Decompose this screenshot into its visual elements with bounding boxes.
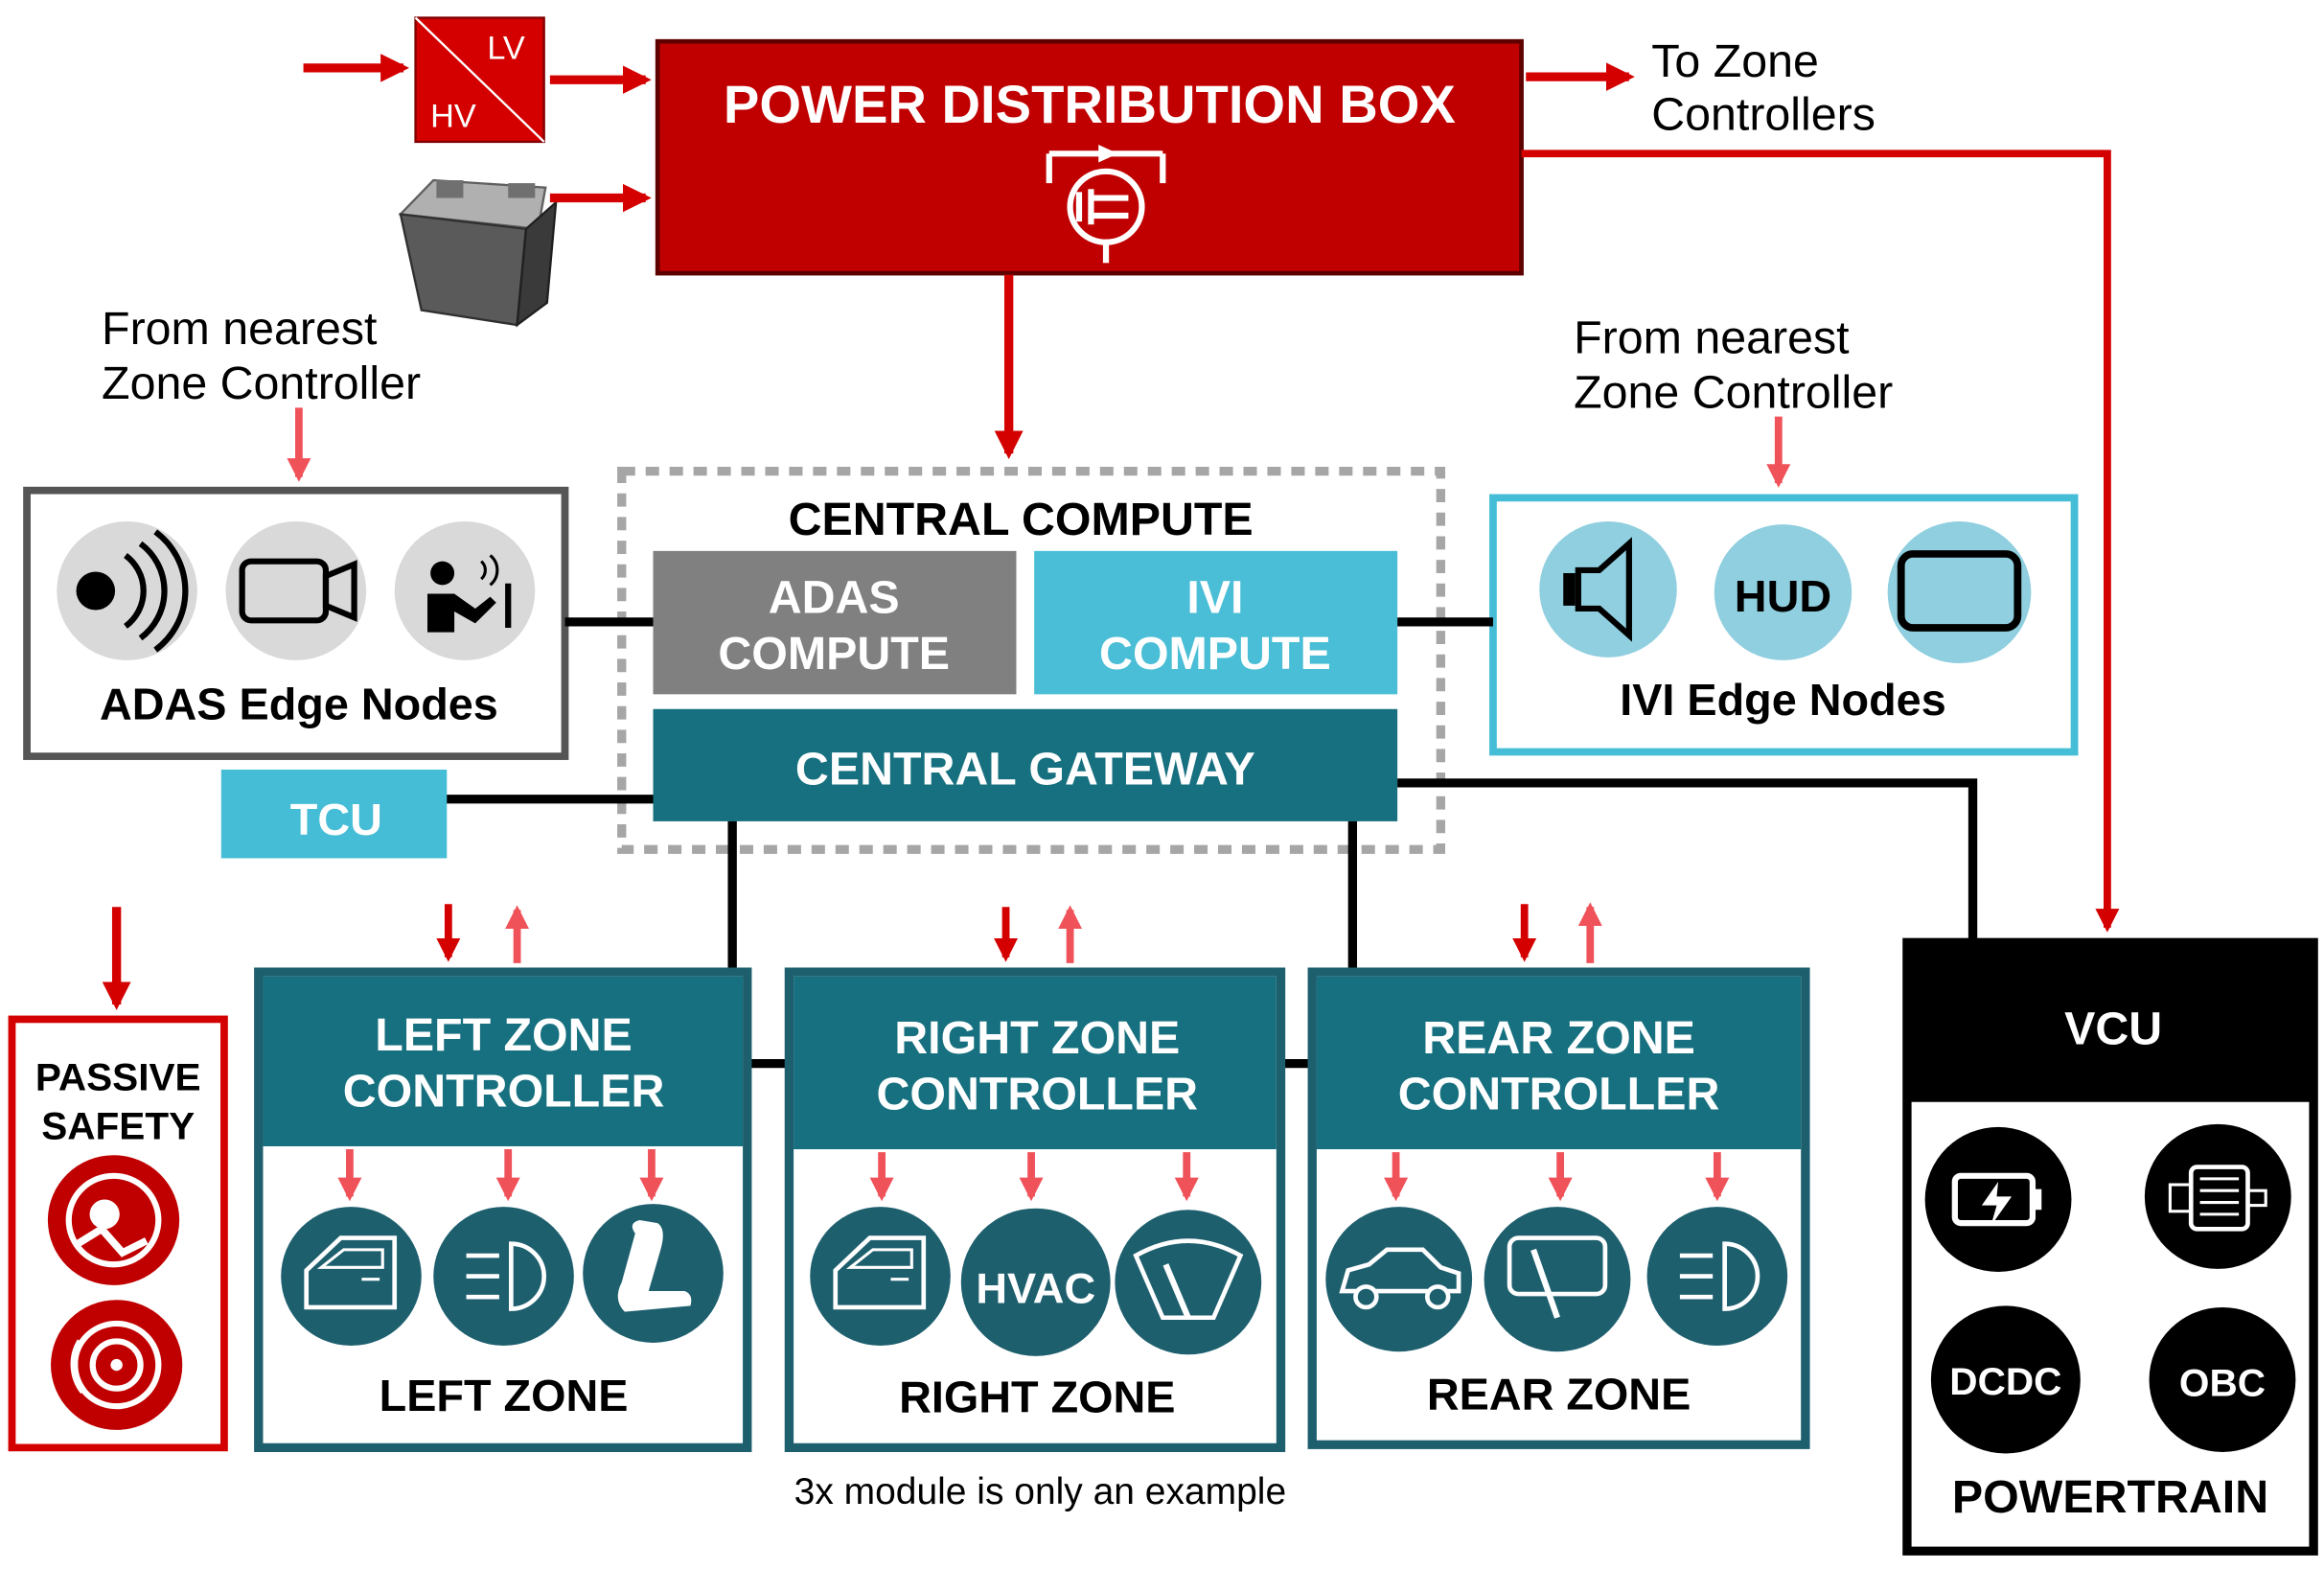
adas-from-line2: Zone Controller [102, 358, 421, 409]
door-icon [281, 1207, 422, 1347]
left-zone-title2: CONTROLLER [343, 1066, 665, 1118]
airbag-icon [47, 1155, 180, 1285]
hud-icon: HUD [1714, 524, 1852, 660]
ivi-from-line2: Zone Controller [1574, 367, 1893, 419]
data-links [445, 617, 1978, 1069]
left-zone: LEFT ZONE CONTROLLER LEFT ZONE [254, 904, 752, 1452]
ivi-edge-nodes: From nearest Zone Controller HUD IVI Edg… [1489, 312, 2079, 756]
adas-edge-nodes: From nearest Zone Controller ADAS Edge N… [23, 303, 569, 760]
dcdc-icon: DCDC [1930, 1305, 2081, 1454]
left-zone-title1: LEFT ZONE [375, 1009, 632, 1061]
motor-icon [2144, 1123, 2291, 1269]
mosfet-icon [1046, 145, 1166, 264]
adas-edge-label: ADAS Edge Nodes [100, 680, 498, 729]
passive-line2: SAFETY [41, 1104, 195, 1147]
ivi-from-line1: From nearest [1574, 312, 1849, 364]
battery-charge-icon [1924, 1126, 2072, 1272]
right-zone-title2: CONTROLLER [876, 1069, 1198, 1120]
passive-safety: PASSIVE SAFETY [8, 907, 228, 1452]
adas-from-line1: From nearest [102, 303, 377, 355]
vcu-header [1906, 942, 2314, 1102]
obc-icon: OBC [2149, 1306, 2296, 1452]
right-zone-controller [794, 976, 1277, 1150]
headlight-icon [1646, 1207, 1788, 1347]
to-zone-line2: Controllers [1651, 89, 1875, 141]
rear-wiper-icon [1484, 1207, 1631, 1352]
seat-icon [583, 1204, 724, 1343]
display-icon [1887, 521, 2032, 663]
converter-lv: LV [487, 31, 525, 67]
hvac-icon: HVAC [960, 1208, 1111, 1356]
right-zone: RIGHT ZONE CONTROLLER HVAC RIGHT ZONE [784, 905, 1286, 1452]
to-zone-line1: To Zone [1651, 35, 1819, 87]
hvac-label: HVAC [976, 1264, 1095, 1313]
battery-icon [398, 178, 558, 328]
adas-compute-line1: ADAS [769, 572, 900, 624]
footnote: 3x module is only an example [794, 1471, 1287, 1512]
ivi-edge-label: IVI Edge Nodes [1620, 675, 1945, 725]
rear-zone-label: REAR ZONE [1427, 1370, 1691, 1419]
dcdc-label: DCDC [1949, 1360, 2061, 1403]
right-zone-title1: RIGHT ZONE [894, 1012, 1180, 1064]
hud-label: HUD [1735, 571, 1831, 621]
rear-zone: REAR ZONE CONTROLLER REAR ZONE [1307, 902, 1810, 1449]
rear-zone-title2: CONTROLLER [1398, 1069, 1720, 1120]
left-zone-controller [263, 976, 744, 1146]
right-zone-label: RIGHT ZONE [899, 1373, 1175, 1422]
rear-zone-title1: REAR ZONE [1422, 1012, 1695, 1064]
headlight-icon [433, 1207, 574, 1347]
tcu-label: TCU [290, 795, 382, 844]
speaker-icon [1539, 521, 1677, 658]
pdb-title: POWER DISTRIBUTION BOX [724, 74, 1456, 134]
tcu [220, 769, 448, 859]
powertrain-label: POWERTRAIN [1952, 1471, 2268, 1523]
rear-zone-controller [1316, 976, 1802, 1150]
door-icon [810, 1207, 951, 1347]
vcu-powertrain: VCU DCDC OBC POWERTRAIN [1902, 937, 2318, 1556]
camera-icon [225, 521, 367, 660]
adas-compute-line2: COMPUTE [718, 628, 950, 680]
driver-monitoring-icon [394, 521, 536, 660]
power-distribution-box [655, 38, 1524, 276]
ivi-compute-line2: COMPUTE [1099, 628, 1331, 680]
ivi-compute [1034, 550, 1398, 695]
passive-line1: PASSIVE [35, 1056, 201, 1099]
car-icon [1325, 1207, 1473, 1352]
obc-label: OBC [2179, 1362, 2266, 1405]
ivi-compute-line1: IVI [1186, 572, 1243, 624]
vcu-title: VCU [2064, 1004, 2162, 1055]
central-compute: CENTRAL COMPUTE ADAS COMPUTE IVI COMPUTE… [617, 467, 1446, 854]
central-gateway-label: CENTRAL GATEWAY [795, 744, 1255, 796]
lv-hv-converter: LV HV [414, 16, 545, 144]
power-section: LV HV POWER DISTRIBUTION BOX To Z [303, 16, 2120, 933]
converter-hv: HV [430, 99, 476, 135]
central-compute-title: CENTRAL COMPUTE [789, 494, 1254, 545]
brake-icon [51, 1300, 183, 1430]
adas-compute [653, 550, 1017, 695]
wiper-icon [1115, 1210, 1262, 1355]
radar-icon [57, 521, 197, 660]
central-gateway [653, 708, 1398, 821]
left-zone-label: LEFT ZONE [380, 1371, 629, 1420]
